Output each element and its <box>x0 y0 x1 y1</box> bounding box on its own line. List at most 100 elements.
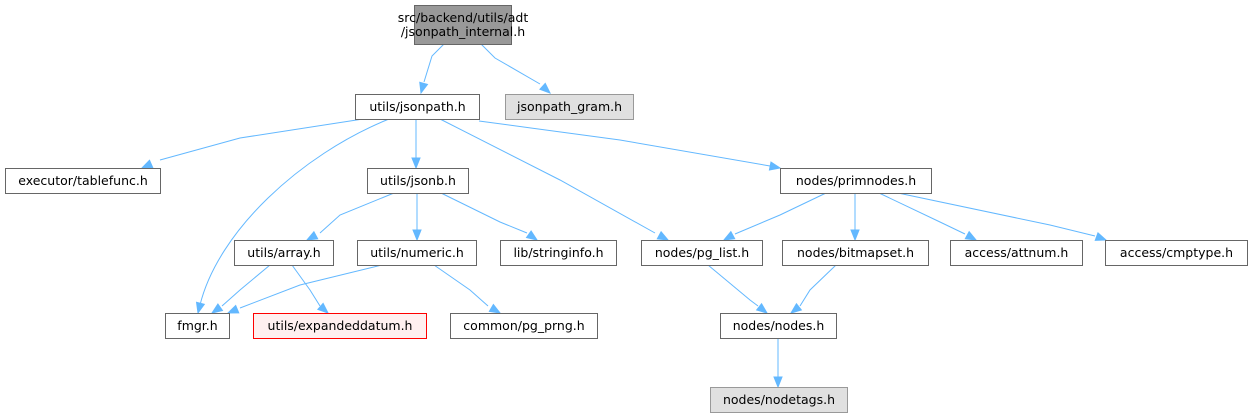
arrowhead-icon <box>411 157 421 170</box>
node-label: jsonpath_gram.h <box>516 99 622 114</box>
edge-jsonb-to-array <box>305 192 395 241</box>
edge-line <box>878 192 966 235</box>
edge-root-to-jsonpath_gram <box>480 43 552 94</box>
edge-line <box>707 264 759 307</box>
edges-layer <box>140 43 1108 389</box>
node-label: utils/array.h <box>247 245 320 260</box>
node-box <box>1105 240 1248 266</box>
edge-jsonpath-to-primnodes <box>478 120 782 171</box>
edge-line <box>199 118 390 306</box>
arrowhead-icon <box>964 230 978 241</box>
node-primnodes[interactable]: nodes/primnodes.h <box>780 168 932 194</box>
arrowhead-icon <box>539 82 552 94</box>
edge-line <box>734 192 827 235</box>
node-label: executor/tablefunc.h <box>18 173 148 188</box>
arrowhead-icon <box>210 303 224 314</box>
node-box <box>950 240 1083 266</box>
node-label: nodes/pg_list.h <box>655 245 749 260</box>
node-label: lib/stringinfo.h <box>513 245 603 260</box>
arrowhead-icon <box>1094 231 1108 241</box>
node-label: fmgr.h <box>177 318 217 333</box>
arrowhead-icon <box>525 230 539 241</box>
edge-line <box>897 192 1096 237</box>
arrowhead-icon <box>722 230 736 241</box>
node-box <box>450 313 598 339</box>
arrowhead-icon <box>419 81 429 95</box>
edge-line <box>799 264 837 307</box>
node-label: utils/jsonpath.h <box>369 99 465 114</box>
arrowhead-icon <box>140 159 154 169</box>
node-cmptype[interactable]: access/cmptype.h <box>1105 240 1248 266</box>
arrowhead-icon <box>768 161 782 171</box>
node-numeric[interactable]: utils/numeric.h <box>357 240 477 266</box>
edge-nodes-to-nodetags <box>773 338 783 389</box>
arrowhead-icon <box>412 229 422 242</box>
arrowhead-icon <box>305 230 319 241</box>
node-box <box>641 240 763 266</box>
node-nodes[interactable]: nodes/nodes.h <box>720 313 837 339</box>
edge-primnodes-to-attnum <box>878 192 978 241</box>
edge-line <box>440 192 528 234</box>
edge-primnodes-to-cmptype <box>897 192 1108 241</box>
node-box <box>710 387 848 413</box>
node-box <box>253 313 427 339</box>
node-bitmapset[interactable]: nodes/bitmapset.h <box>782 240 929 266</box>
edge-jsonb-to-stringinfo <box>440 192 539 241</box>
arrowhead-icon <box>755 302 769 314</box>
arrowhead-icon <box>789 302 803 314</box>
node-box <box>5 168 161 194</box>
edge-array-to-fmgr <box>210 264 271 314</box>
node-label: src/backend/utils/adt <box>398 10 529 25</box>
edge-pg_list-to-nodes <box>707 264 769 314</box>
node-label: nodes/nodetags.h <box>723 392 835 407</box>
node-box <box>355 94 480 120</box>
nodes-layer: src/backend/utils/adt/jsonpath_internal.… <box>5 5 1248 413</box>
node-box <box>357 240 477 266</box>
arrowhead-icon <box>316 302 330 314</box>
edge-jsonpath-to-pg_list <box>439 118 670 241</box>
edge-line <box>480 43 541 85</box>
node-tablefunc[interactable]: executor/tablefunc.h <box>5 168 161 194</box>
node-jsonpath[interactable]: utils/jsonpath.h <box>355 94 480 120</box>
node-box <box>720 313 837 339</box>
node-label: common/pg_prng.h <box>463 318 584 333</box>
edge-jsonpath-to-tablefunc <box>140 118 364 169</box>
node-label: utils/jsonb.h <box>380 173 456 188</box>
edge-line <box>291 264 321 307</box>
arrowhead-icon <box>226 304 240 314</box>
edge-line <box>221 264 271 307</box>
node-box <box>234 240 334 266</box>
node-label: utils/expandeddatum.h <box>268 318 413 333</box>
node-label: nodes/nodes.h <box>733 318 825 333</box>
node-array[interactable]: utils/array.h <box>234 240 334 266</box>
node-box <box>367 168 469 194</box>
node-expandeddatum[interactable]: utils/expandeddatum.h <box>253 313 427 339</box>
edge-line <box>478 120 771 167</box>
node-box <box>782 240 929 266</box>
arrowhead-icon <box>656 230 670 241</box>
node-box <box>500 240 617 266</box>
node-pg-prng[interactable]: common/pg_prng.h <box>450 313 598 339</box>
arrowhead-icon <box>195 301 206 315</box>
edge-line <box>439 118 656 234</box>
node-label: nodes/bitmapset.h <box>797 245 914 260</box>
edge-jsonpath-to-fmgr <box>195 118 390 315</box>
node-fmgr[interactable]: fmgr.h <box>165 313 230 339</box>
edge-bitmapset-to-nodes <box>789 264 837 314</box>
node-stringinfo[interactable]: lib/stringinfo.h <box>500 240 617 266</box>
node-box <box>414 5 512 45</box>
edge-numeric-to-fmgr <box>226 264 383 314</box>
node-jsonpath-gram[interactable]: jsonpath_gram.h <box>505 94 634 120</box>
node-attnum[interactable]: access/attnum.h <box>950 240 1083 266</box>
edge-numeric-to-pg_prng <box>433 264 502 314</box>
node-box <box>505 94 634 120</box>
node-jsonb[interactable]: utils/jsonb.h <box>367 168 469 194</box>
node-label: /jsonpath_internal.h <box>401 24 525 39</box>
node-nodetags[interactable]: nodes/nodetags.h <box>710 387 848 413</box>
node-box <box>780 168 932 194</box>
arrowhead-icon <box>850 229 860 242</box>
node-label: access/attnum.h <box>965 245 1069 260</box>
arrowhead-icon <box>773 376 783 389</box>
node-pg-list[interactable]: nodes/pg_list.h <box>641 240 763 266</box>
